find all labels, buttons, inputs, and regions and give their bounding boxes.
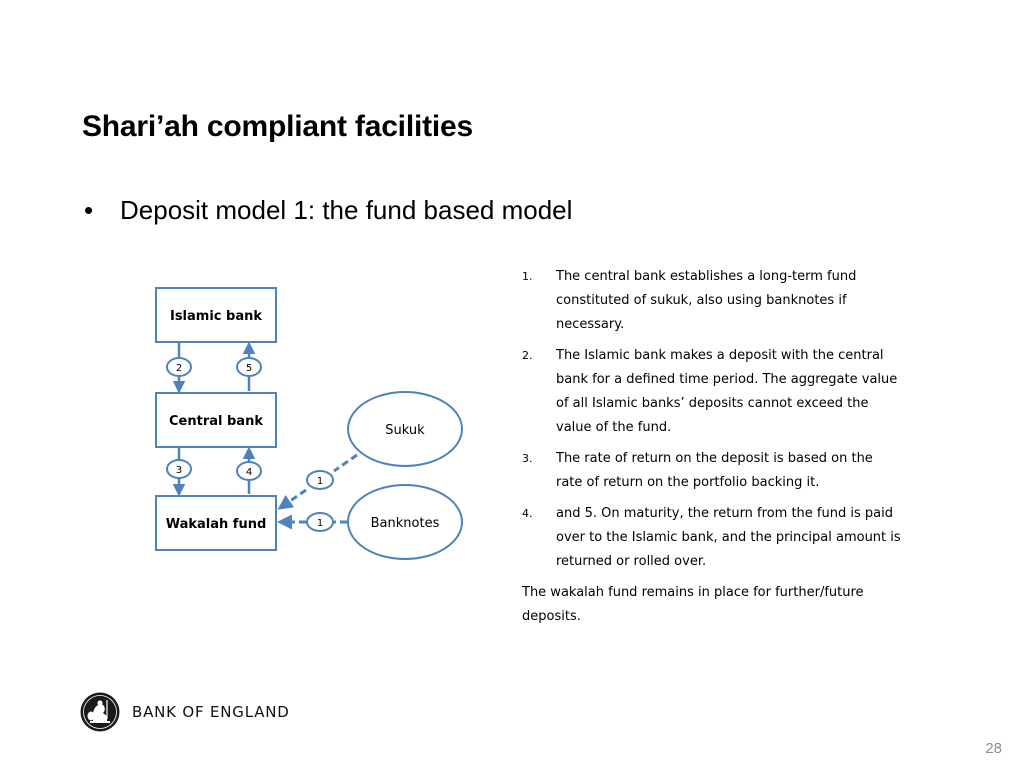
box-wakalah-fund: Wakalah fund <box>155 495 277 551</box>
page-number: 28 <box>985 740 1002 757</box>
notes-list: 1. The central bank establishes a long-t… <box>522 265 902 629</box>
arrow-step-5: 5 <box>236 341 262 391</box>
note-number: 3. <box>522 452 533 465</box>
note-item-1: 1. The central bank establishes a long-t… <box>522 265 902 337</box>
arrow-step-1-banknotes: 1 <box>277 512 347 532</box>
ellipse-sukuk: Sukuk <box>347 391 463 467</box>
note-footer: The wakalah fund remains in place for fu… <box>522 585 864 624</box>
note-item-4: 4. and 5. On maturity, the return from t… <box>522 502 902 574</box>
arrow-step-4: 4 <box>236 446 262 494</box>
bank-of-england-logo: BANK OF ENGLAND <box>80 692 290 732</box>
step-1-banknotes-label: 1 <box>317 518 323 529</box>
step-4-label: 4 <box>246 467 252 478</box>
bullet-symbol: • <box>84 195 94 225</box>
ellipse-sukuk-label: Sukuk <box>385 423 425 438</box>
ellipse-banknotes: Banknotes <box>347 484 463 560</box>
arrow-step-1-sukuk: 1 <box>277 453 358 510</box>
logo-text: BANK OF ENGLAND <box>132 703 290 721</box>
step-5-label: 5 <box>246 363 252 374</box>
step-2-label: 2 <box>176 363 182 374</box>
slide-title: Shari’ah compliant facilities <box>82 110 473 143</box>
note-text: The rate of return on the deposit is bas… <box>556 451 873 490</box>
ellipse-banknotes-label: Banknotes <box>371 516 440 531</box>
box-central-bank-label: Central bank <box>169 414 263 429</box>
bullet-text: Deposit model 1: the fund based model <box>120 195 573 225</box>
bullet-point: • Deposit model 1: the fund based model <box>84 195 572 226</box>
note-text: The Islamic bank makes a deposit with th… <box>556 348 898 435</box>
box-islamic-bank: Islamic bank <box>155 287 277 343</box>
note-number: 1. <box>522 270 533 283</box>
note-text: The central bank establishes a long-term… <box>556 269 857 332</box>
note-number: 2. <box>522 349 533 362</box>
box-central-bank: Central bank <box>155 392 277 448</box>
step-1-sukuk-label: 1 <box>317 476 323 487</box>
step-3-label: 3 <box>176 465 182 476</box>
arrow-step-2: 2 <box>166 342 192 394</box>
note-number: 4. <box>522 507 533 520</box>
note-item-3: 3. The rate of return on the deposit is … <box>522 447 902 495</box>
box-islamic-bank-label: Islamic bank <box>170 309 262 324</box>
note-text: and 5. On maturity, the return from the … <box>556 506 901 569</box>
britannia-seal-icon <box>80 692 120 732</box>
arrow-step-3: 3 <box>166 447 192 497</box>
note-item-2: 2. The Islamic bank makes a deposit with… <box>522 344 902 440</box>
box-wakalah-fund-label: Wakalah fund <box>166 517 267 532</box>
